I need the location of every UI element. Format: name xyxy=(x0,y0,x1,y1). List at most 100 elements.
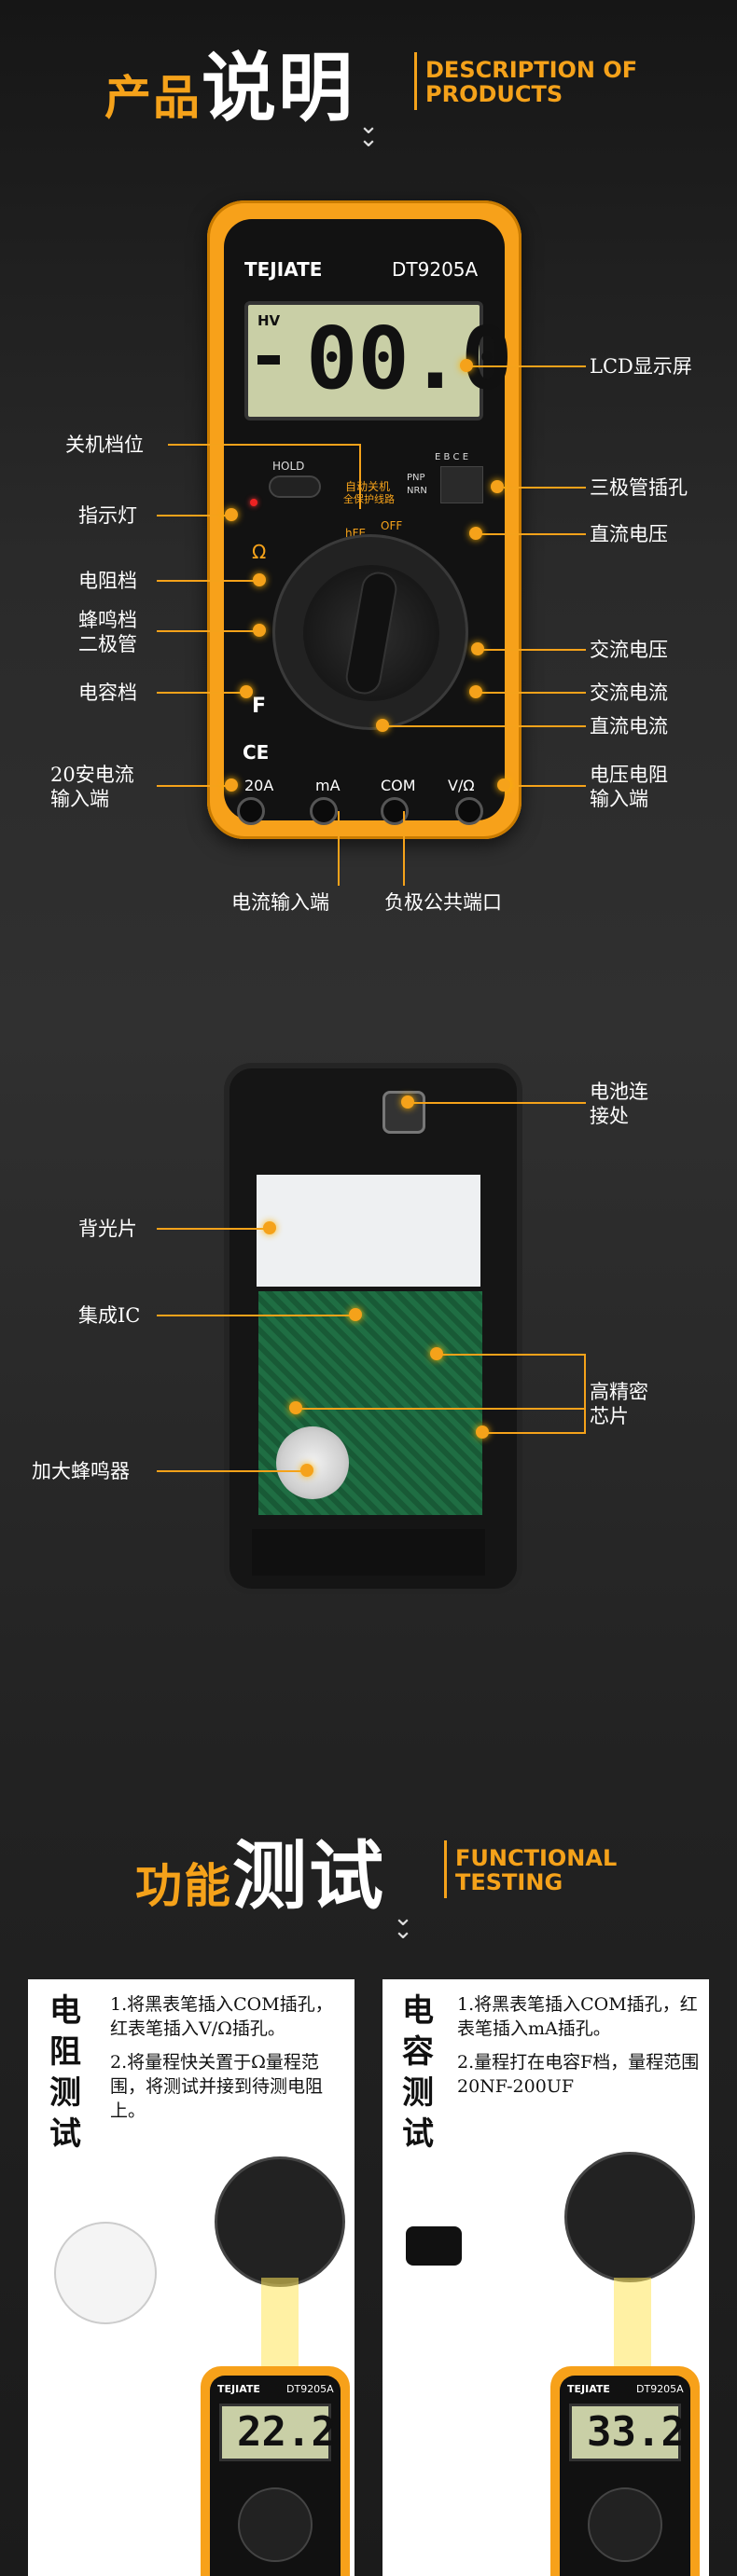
jack-ma[interactable] xyxy=(310,797,338,825)
minus-sign-icon xyxy=(257,355,280,365)
callout-dot xyxy=(225,508,238,521)
protection-label: 全保护线路 xyxy=(343,493,395,505)
label-vohm-input: 电压电阻 xyxy=(590,764,668,786)
lcd-digits: 00.0 xyxy=(306,309,513,408)
leader-line xyxy=(478,649,586,651)
leader-line xyxy=(157,1228,269,1230)
capacitance-symbol: F xyxy=(252,695,267,718)
hold-label: HOLD xyxy=(272,460,305,473)
test-title: 电阻测试 xyxy=(49,1992,81,2153)
leader-line xyxy=(157,692,246,694)
leader-line xyxy=(504,785,586,787)
indicator-led xyxy=(250,499,257,506)
meter-thumbnail: TEJIATE DT9205A 22.2 xyxy=(201,2366,350,2576)
chevron-down-icon: ⌄⌄ xyxy=(393,1904,413,1945)
label-20a-input-2: 输入端 xyxy=(50,788,109,810)
callout-dot xyxy=(225,778,238,792)
test-step-2: 2.量程打在电容F档，量程范围20NF-200UF xyxy=(457,2052,700,2097)
resistance-test-card: 电阻测试 1.将黑表笔插入COM插孔，红表笔插入V/Ω插孔。 2.将量程快关置于… xyxy=(28,1979,355,2576)
label-transistor: 三极管插孔 xyxy=(590,476,688,499)
meter-face: TEJIATE DT9205A HV 00.0 HOLD 自动关机 全保护线路 … xyxy=(224,219,513,825)
label-ic: 集成IC xyxy=(78,1304,141,1327)
thumb-lcd: 22.2 xyxy=(237,2408,336,2456)
callout-dot xyxy=(349,1308,362,1321)
callout-dot xyxy=(300,1464,313,1477)
meter-thumbnail: TEJIATE DT9205A 33.2 xyxy=(550,2366,700,2576)
leader-line xyxy=(338,811,340,886)
thumb-model: DT9205A xyxy=(286,2383,334,2395)
leader-line xyxy=(157,1470,306,1472)
ohm-symbol: Ω xyxy=(252,541,267,563)
label-current-input: 电流输入端 xyxy=(231,891,329,914)
jack-label-ma: mA xyxy=(315,777,341,794)
range-dial xyxy=(272,534,468,730)
label-aca: 交流电流 xyxy=(590,682,668,704)
label-acv: 交流电压 xyxy=(590,639,668,661)
callout-dot xyxy=(469,685,482,698)
capacitance-test-card: 电容测试 1.将黑表笔插入COM插孔，红表笔插入mA插孔。 2.量程打在电容F档… xyxy=(382,1979,709,2576)
jack-label-20a: 20A xyxy=(244,777,274,794)
off-label: OFF xyxy=(381,519,403,532)
label-dca: 直流电流 xyxy=(590,715,668,737)
label-diode: 二极管 xyxy=(78,633,137,655)
leader-line xyxy=(382,725,586,727)
highlight-beam xyxy=(261,2278,299,2371)
jack-label-com: COM xyxy=(381,777,416,794)
leader-line xyxy=(157,580,259,582)
lcd-screen: HV 00.0 xyxy=(244,301,513,420)
hold-button[interactable] xyxy=(269,475,321,498)
leader-line xyxy=(168,444,359,446)
leader-line xyxy=(359,444,361,509)
jack-20a[interactable] xyxy=(237,797,265,825)
callout-dot xyxy=(240,685,253,698)
label-battery-2: 接处 xyxy=(590,1105,629,1127)
callout-dot xyxy=(491,480,504,493)
callout-dot xyxy=(263,1221,276,1234)
label-indicator: 指示灯 xyxy=(78,504,137,527)
label-com-port: 负极公共端口 xyxy=(384,891,502,914)
resistor-closeup xyxy=(54,2222,157,2324)
leader-line xyxy=(584,1354,586,1434)
rotary-selector-knob[interactable] xyxy=(303,565,439,701)
leader-line xyxy=(466,365,586,367)
label-lcd: LCD显示屏 xyxy=(590,355,692,378)
callout-dot xyxy=(460,359,473,372)
lcd-hv-indicator: HV xyxy=(257,312,281,329)
thumb-brand: TEJIATE xyxy=(217,2383,260,2395)
leader-line xyxy=(157,785,231,787)
ebce-label: E B C E xyxy=(435,452,469,462)
label-battery: 电池连 xyxy=(590,1081,648,1103)
label-backlight: 背光片 xyxy=(78,1218,137,1240)
leader-line xyxy=(410,1102,586,1104)
section-title-cn: 功能测试 xyxy=(135,1833,385,1920)
model-name: DT9205A xyxy=(392,258,479,281)
transistor-socket[interactable] xyxy=(440,466,483,503)
leader-line xyxy=(157,515,231,517)
jack-vohm[interactable] xyxy=(455,797,483,825)
label-chip: 高精密 xyxy=(590,1381,648,1403)
label-buzzer: 蜂鸣档 xyxy=(78,609,137,631)
callout-dot xyxy=(469,527,482,540)
thumb-lcd: 33.2 xyxy=(587,2408,686,2456)
label-capacitance: 电容档 xyxy=(78,682,137,704)
callout-dot xyxy=(401,1095,414,1109)
callout-dot xyxy=(289,1401,302,1414)
label-vohm-input-2: 输入端 xyxy=(590,788,648,810)
pnp-label: PNP xyxy=(407,473,425,483)
chevron-down-icon: ⌄⌄ xyxy=(358,112,379,153)
label-20a-input: 20安电流 xyxy=(50,764,134,786)
callout-dot xyxy=(430,1347,443,1360)
thumb-model: DT9205A xyxy=(636,2383,684,2395)
label-power-off: 关机档位 xyxy=(65,434,144,456)
title-divider xyxy=(414,52,417,110)
leader-line xyxy=(157,1315,353,1316)
callout-dot xyxy=(376,719,389,732)
test-step-2: 2.将量程快关置于Ω量程范围，将测试并接到待测电阻上。 xyxy=(110,2052,324,2121)
leader-line xyxy=(437,1354,584,1356)
callout-dot xyxy=(497,778,510,792)
dial-closeup xyxy=(215,2156,345,2287)
